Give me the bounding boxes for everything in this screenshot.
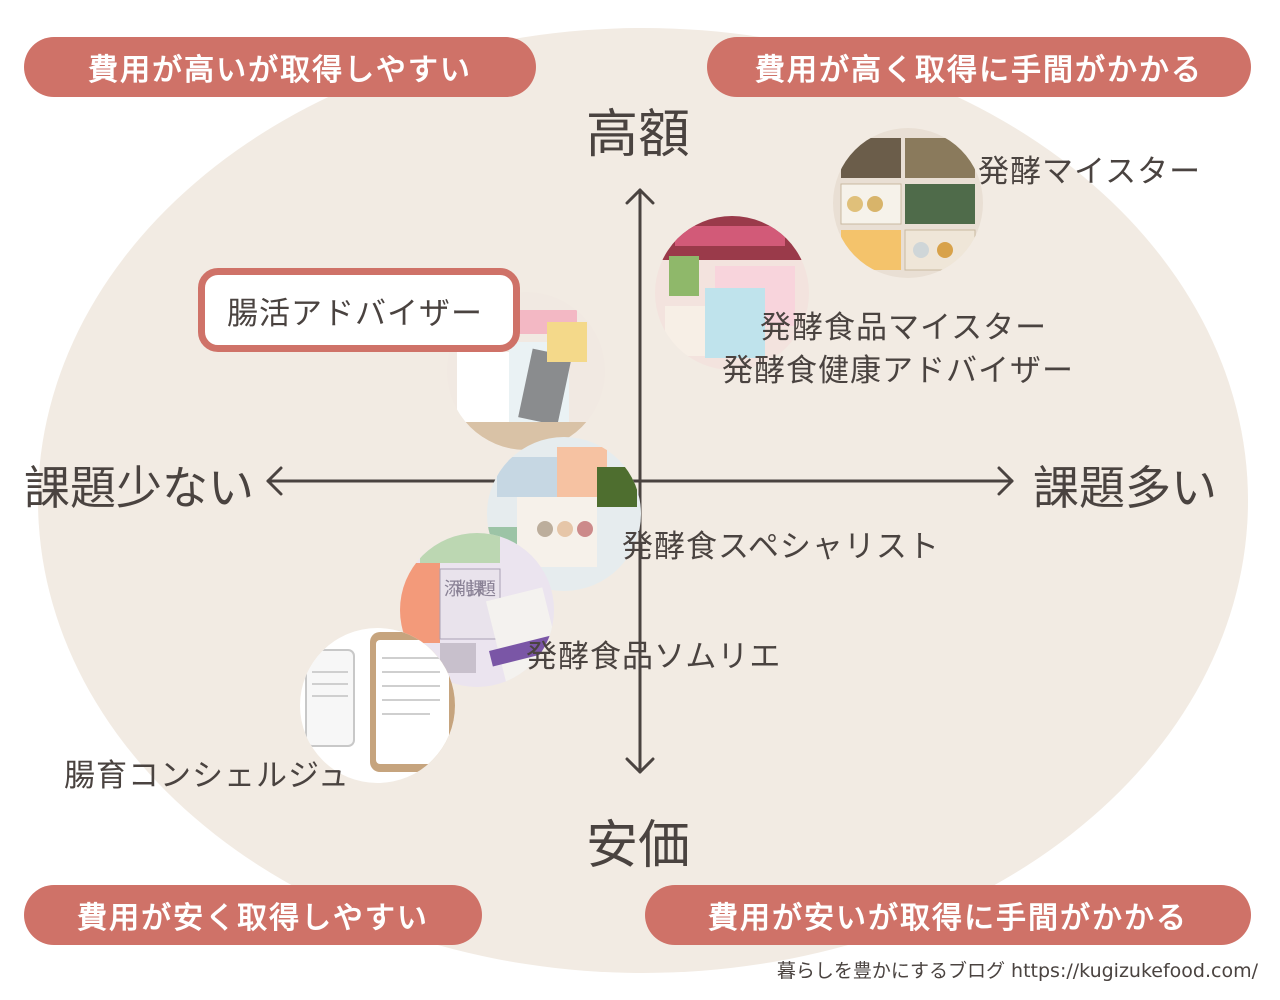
quadrant-top-left: 費用が高いが取得しやすい (24, 37, 536, 97)
axis-label-bottom: 安価 (586, 816, 691, 876)
site-credit: 暮らしを豊かにするブログ https://kugizukefood.com/ (776, 960, 1258, 982)
photo-hakko-meister (833, 128, 983, 278)
chokatsu-advisor-highlight-box: 腸活アドバイザー (198, 268, 520, 352)
photo-hakko-shokuhin-meister (655, 216, 809, 370)
axis-label-right: 課題多い (1033, 461, 1217, 515)
cert-hakko-sommelier: 発酵食品ソムリエ (526, 639, 782, 675)
quadrant-bottom-left: 費用が安く取得しやすい (24, 885, 482, 945)
photo-text-tensaku: 添削課題 (444, 579, 496, 600)
cert-choiku-concierge: 腸育コンシェルジュ (64, 758, 350, 794)
axis-label-top: 高額 (586, 105, 691, 165)
photo-choiku-concierge (300, 628, 455, 783)
axis-label-left: 課題少ない (24, 461, 254, 515)
arrow-left-head (266, 466, 283, 496)
arrow-up-head (625, 188, 655, 205)
quadrant-top-right: 費用が高く取得に手間がかかる (707, 37, 1251, 97)
cert-hakko-shokuhin-meister: 発酵食品マイスター (760, 310, 1048, 346)
quadrant-bottom-right: 費用が安いが取得に手間がかかる (645, 885, 1251, 945)
arrow-right-head (997, 466, 1014, 496)
arrow-down-head (625, 757, 655, 774)
cert-hakko-specialist: 発酵食スペシャリスト (622, 529, 940, 565)
cert-chokatsu-advisor: 腸活アドバイザー (227, 295, 483, 332)
background-ellipse (38, 28, 1248, 973)
photo-hakko-specialist (487, 437, 641, 591)
cert-hakko-health-advisor: 発酵食健康アドバイザー (722, 353, 1074, 389)
cert-hakko-meister: 発酵マイスター (978, 154, 1202, 190)
